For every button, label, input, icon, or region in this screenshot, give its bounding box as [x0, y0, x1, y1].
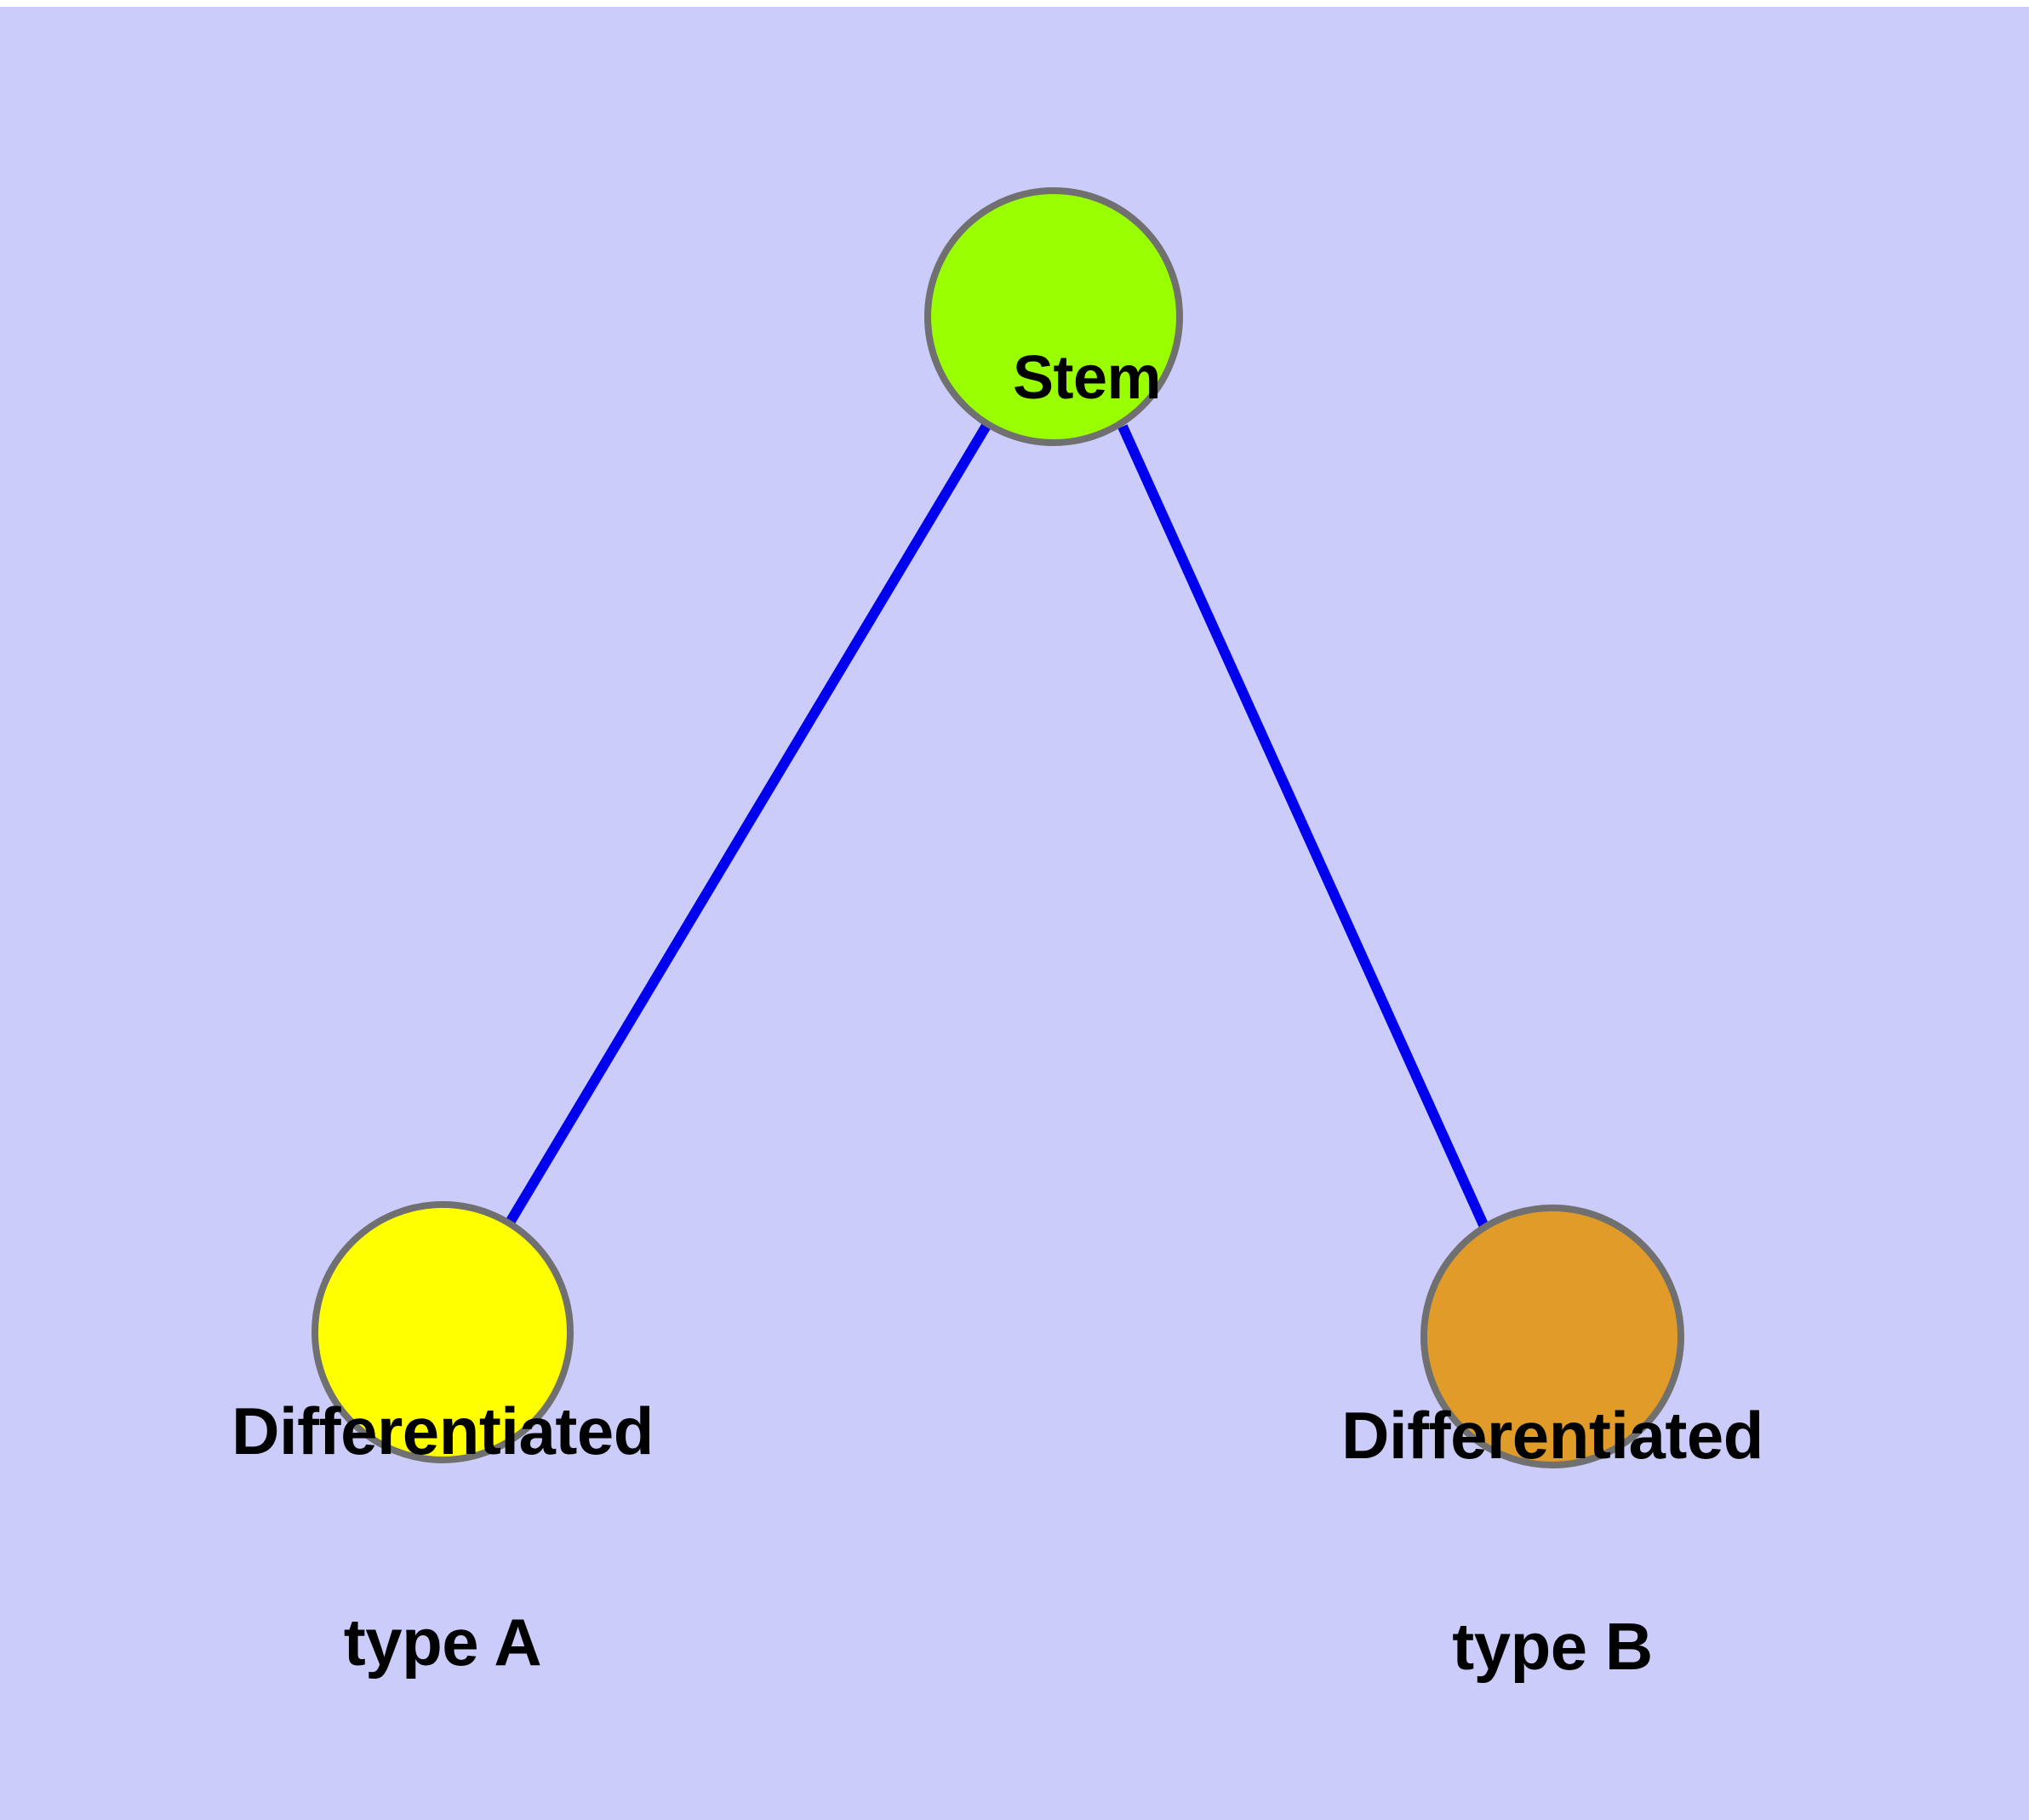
edge-layer	[505, 422, 1489, 1229]
node-stem-circle[interactable]	[924, 187, 1183, 446]
node-differentiated-type-b-circle[interactable]	[1420, 1205, 1684, 1468]
edge-stem-to-differentiated-type-b[interactable]	[1117, 424, 1489, 1229]
edge-stem-to-differentiated-type-a[interactable]	[505, 422, 992, 1226]
node-differentiated-type-a-circle[interactable]	[311, 1201, 574, 1463]
node-layer	[311, 187, 1684, 1468]
